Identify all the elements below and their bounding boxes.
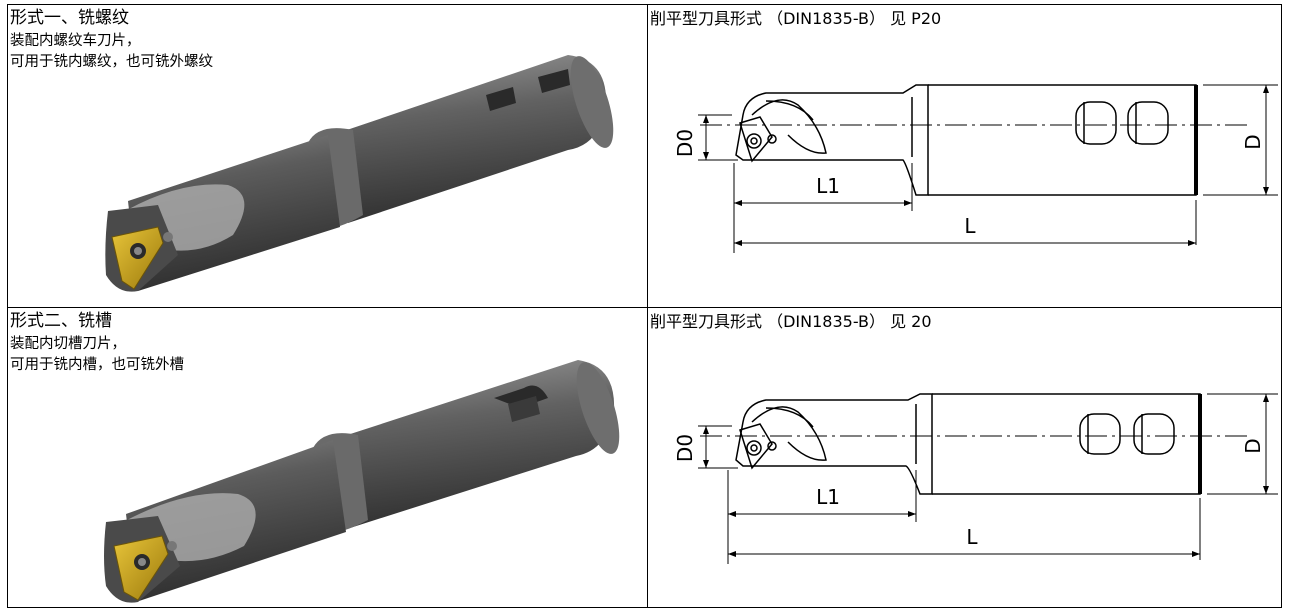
groove-mill-render <box>104 360 620 603</box>
drawing2-label-d0: D0 <box>673 434 697 462</box>
drawing2-label-d: D <box>1241 438 1265 453</box>
form2-desc-line1: 装配内切槽刀片， <box>10 336 126 352</box>
form1-cell: 形式一、铣螺纹 装配内螺纹车刀片， 可用于铣内螺纹，也可铣外螺纹 <box>8 5 648 308</box>
form1-desc-line1: 装配内螺纹车刀片， <box>10 33 141 49</box>
drawing1-cell: 削平型刀具形式 （DIN1835-B） 见 P20 <box>648 5 1281 308</box>
form1-title: 形式一、铣螺纹 <box>10 8 129 28</box>
drawing2-dimension-diagram: D0 D L1 L <box>673 393 1278 564</box>
thread-mill-render <box>105 55 614 292</box>
drawing2-label-l1: L1 <box>816 485 840 509</box>
form2-desc-line2: 可用于铣内槽，也可铣外槽 <box>10 357 184 373</box>
drawing2-heading: 削平型刀具形式 （DIN1835-B） 见 20 <box>650 312 932 331</box>
drawing1-dimension-diagram: D0 D L1 L <box>673 84 1278 253</box>
form2-cell: 形式二、铣槽 装配内切槽刀片， 可用于铣内槽，也可铣外槽 <box>8 308 648 607</box>
form1-desc-line2: 可用于铣内螺纹，也可铣外螺纹 <box>10 54 213 70</box>
drawing2-cell: 削平型刀具形式 （DIN1835-B） 见 20 <box>648 308 1281 607</box>
form2-title: 形式二、铣槽 <box>10 311 112 331</box>
drawing1-label-l1: L1 <box>816 174 840 198</box>
drawing1-heading: 削平型刀具形式 （DIN1835-B） 见 P20 <box>650 9 942 28</box>
drawing1-label-d0: D0 <box>673 129 697 157</box>
drawing2-label-l: L <box>966 525 978 549</box>
drawing1-label-l: L <box>964 214 976 238</box>
drawing1-label-d: D <box>1241 134 1265 149</box>
tool-spec-table: 形式一、铣螺纹 装配内螺纹车刀片， 可用于铣内螺纹，也可铣外螺纹 削平 <box>7 4 1282 608</box>
